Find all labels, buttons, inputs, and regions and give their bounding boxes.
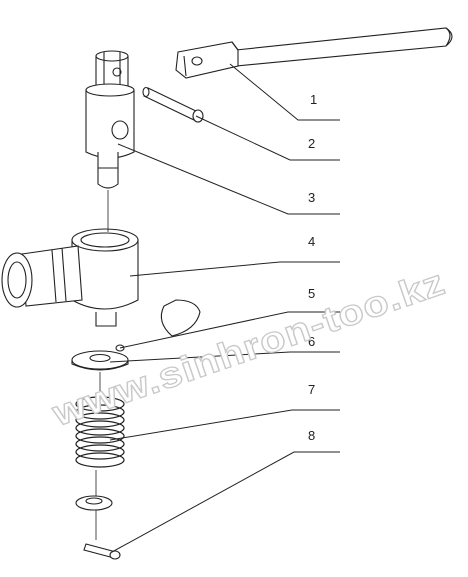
callout-4: 4 bbox=[308, 234, 315, 249]
assembly-axis bbox=[95, 190, 109, 540]
spring bbox=[75, 396, 125, 468]
leader-line-7 bbox=[109, 409, 340, 441]
leader-line-6 bbox=[109, 351, 340, 363]
valve-stem bbox=[85, 50, 135, 189]
callout-6: 6 bbox=[308, 334, 315, 349]
leader-line-1 bbox=[229, 63, 340, 121]
callout-8: 8 bbox=[308, 428, 315, 443]
pin bbox=[142, 86, 204, 123]
valve-body bbox=[1, 228, 201, 337]
leader-lines bbox=[109, 63, 340, 553]
callout-1: 1 bbox=[310, 92, 317, 107]
retaining-washer bbox=[75, 495, 113, 511]
washer bbox=[71, 350, 129, 371]
callout-7: 7 bbox=[308, 382, 315, 397]
leader-line-3 bbox=[117, 143, 340, 215]
callout-3: 3 bbox=[308, 190, 315, 205]
leader-line-2 bbox=[195, 115, 340, 161]
leader-line-5 bbox=[119, 311, 340, 349]
gasket bbox=[115, 344, 125, 352]
leader-line-4 bbox=[129, 261, 340, 277]
leader-line-8 bbox=[111, 451, 340, 553]
cotter-pin bbox=[83, 543, 121, 560]
callout-2: 2 bbox=[308, 136, 315, 151]
handle-lever bbox=[175, 27, 453, 79]
callout-5: 5 bbox=[308, 286, 315, 301]
